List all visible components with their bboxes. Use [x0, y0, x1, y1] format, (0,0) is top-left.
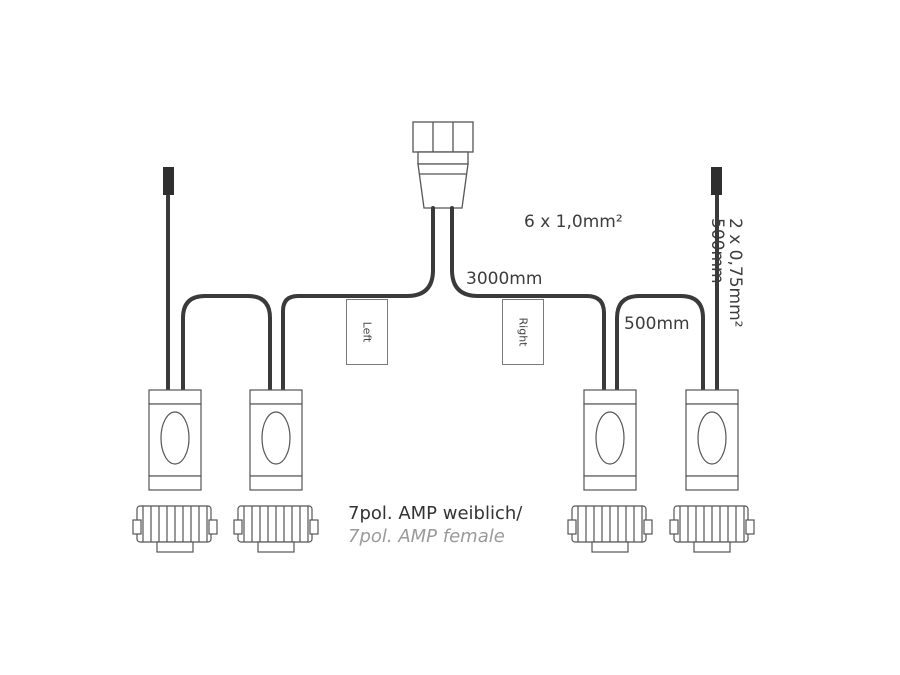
- right-terminal: [711, 167, 722, 195]
- main-cable-right: [450, 206, 606, 394]
- side-cable-length-label: 500mm: [707, 218, 727, 284]
- flag-right-label: Right: [516, 317, 530, 347]
- connector-1: [132, 389, 218, 553]
- cable-bundle: [166, 193, 719, 394]
- flag-right: Right: [502, 299, 544, 365]
- main-cable-length-label: 3000mm: [466, 269, 543, 289]
- side-cable-spec-label: 2 x 0,75mm²: [725, 218, 745, 328]
- connector-label-de: 7pol. AMP weiblich/: [348, 503, 523, 524]
- right-branch-cable: [615, 294, 705, 394]
- connector-2: [233, 389, 319, 553]
- flag-left-label: Left: [360, 321, 374, 343]
- main-cable-left: [281, 206, 435, 394]
- side-cable-label: 2 x 0,75mm² 500mm: [707, 218, 745, 328]
- main-cable-spec-label: 6 x 1,0mm²: [524, 212, 623, 232]
- flag-left: Left: [346, 299, 388, 365]
- connector-3: [567, 389, 653, 553]
- connector-4: [669, 389, 755, 553]
- left-branch-cable: [181, 294, 272, 394]
- central-plug: [412, 121, 474, 209]
- branch-length-label: 500mm: [624, 314, 690, 334]
- connector-label-en: 7pol. AMP female: [348, 526, 505, 547]
- left-terminal: [163, 167, 174, 195]
